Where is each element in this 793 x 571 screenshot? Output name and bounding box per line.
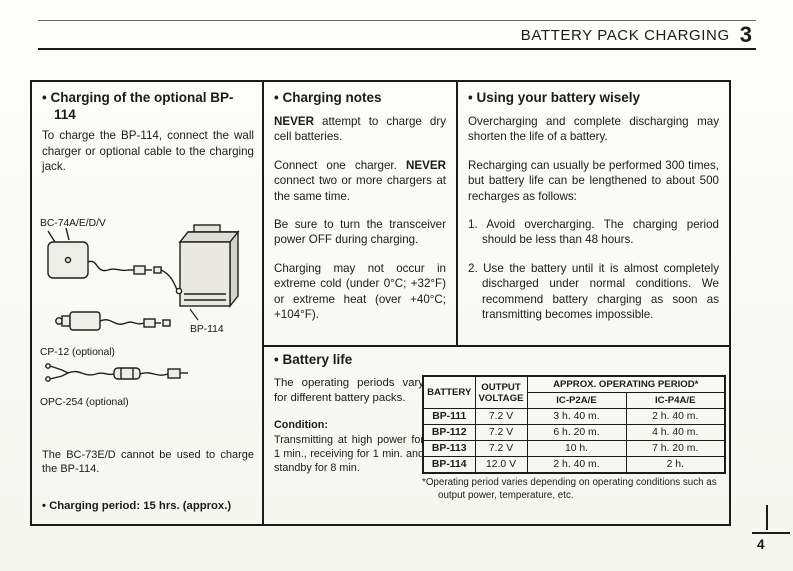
- dc-cable-label: OPC-254 (optional): [40, 397, 129, 408]
- header-bottom-rule: [38, 48, 756, 50]
- cell-period-p2: 10 h.: [526, 440, 627, 458]
- section-battery-wisely: • Using your battery wisely Overcharging…: [458, 82, 729, 345]
- col-header-period: APPROX. OPERATING PERIOD*: [526, 375, 726, 394]
- wisely-paragraph-1: Overcharging and complete discharging ma…: [468, 115, 719, 144]
- cell-period-p4: 2 h. 40 m.: [625, 408, 726, 426]
- wisely-item-2: 2. Use the battery until it is almost co…: [468, 261, 719, 322]
- page-header: BATTERY PACK CHARGING 3: [38, 21, 752, 46]
- wall-charger-label: BC-74A/E/D/V: [40, 218, 106, 229]
- charger-diagram-art: BC-74A/E/D/V: [40, 218, 240, 408]
- header-top-rule: [38, 20, 756, 21]
- charger-diagram: BC-74A/E/D/V: [40, 216, 256, 424]
- dc-cable-icon: [45, 363, 188, 382]
- cigarette-plug-label: CP-12 (optional): [40, 347, 115, 358]
- col-header-icp4: IC-P4A/E: [625, 392, 726, 410]
- wall-charger-icon: [47, 227, 178, 291]
- condition-text: Transmitting at high power for 1 min., r…: [274, 433, 424, 475]
- note-power-off: Be sure to turn the transceiver power OF…: [274, 218, 446, 247]
- col-header-battery: BATTERY: [422, 375, 476, 410]
- condition-label: Condition:: [274, 418, 328, 431]
- table-row: BP-112 7.2 V 6 h. 20 m. 4 h. 40 m.: [422, 424, 726, 442]
- cell-voltage: 7.2 V: [474, 440, 528, 458]
- never-emphasis: NEVER: [274, 115, 314, 128]
- battery-label-leader: [189, 308, 199, 321]
- chapter-number: 3: [739, 22, 752, 47]
- column-divider-2: [456, 82, 458, 345]
- charging-period-note: • Charging period: 15 hrs. (approx.): [42, 500, 232, 512]
- section-heading: • Charging of the optional BP-114: [42, 90, 234, 122]
- cell-battery: BP-111: [422, 408, 476, 426]
- table-header-row-1: BATTERY OUTPUT VOLTAGE APPROX. OPERATING…: [422, 375, 726, 410]
- note-one-charger-text: connect two or more chargers at the same…: [274, 174, 446, 203]
- note-dry-cell: NEVER attempt to charge dry cell batteri…: [274, 114, 446, 145]
- cell-battery: BP-113: [422, 440, 476, 458]
- battery-pack-icon: [175, 224, 240, 308]
- cell-period-p4: 2 h.: [625, 456, 726, 474]
- battery-life-text: • Battery life The operating periods var…: [274, 352, 424, 476]
- cell-period-p2: 3 h. 40 m.: [526, 408, 627, 426]
- page-title: BATTERY PACK CHARGING: [520, 27, 730, 44]
- note-dry-cell-text: attempt to charge dry cell batteries.: [274, 115, 446, 144]
- cell-period-p4: 7 h. 20 m.: [625, 440, 726, 458]
- cell-period-p2: 2 h. 40 m.: [526, 456, 627, 474]
- section-heading: • Using your battery wisely: [468, 90, 641, 105]
- col-header-icp2: IC-P2A/E: [526, 392, 627, 410]
- content-box: • Charging of the optional BP-114 To cha…: [30, 80, 731, 526]
- note-one-charger-pre: Connect one charger.: [274, 158, 407, 172]
- wisely-item-1: 1. Avoid overcharging. The charging peri…: [468, 218, 719, 247]
- battery-label: BP-114: [190, 324, 224, 335]
- wisely-paragraph-2: Recharging can usually be performed 300 …: [468, 158, 719, 203]
- note-one-charger: Connect one charger. NEVER connect two o…: [274, 158, 446, 204]
- table-row: BP-111 7.2 V 3 h. 40 m. 2 h. 40 m.: [422, 408, 726, 426]
- cell-battery: BP-114: [422, 456, 476, 474]
- intro-paragraph: To charge the BP-114, connect the wall c…: [42, 129, 254, 174]
- section-battery-life: • Battery life The operating periods var…: [264, 347, 731, 526]
- page-number: 4: [757, 537, 765, 552]
- cell-period-p2: 6 h. 20 m.: [526, 424, 627, 442]
- footer-rule: [752, 532, 790, 534]
- note-temperature: Charging may not occur in extreme cold (…: [274, 261, 446, 322]
- bc73-note: The BC-73E/D cannot be used to charge th…: [42, 449, 254, 476]
- battery-table-area: BATTERY OUTPUT VOLTAGE APPROX. OPERATING…: [422, 375, 726, 503]
- battery-life-paragraph: The operating periods vary for different…: [274, 377, 424, 405]
- table-header-row-2: IC-P2A/E IC-P4A/E: [423, 392, 726, 410]
- cell-voltage: 7.2 V: [474, 424, 528, 442]
- cell-battery: BP-112: [422, 424, 476, 442]
- cell-voltage: 7.2 V: [474, 408, 528, 426]
- column-divider-1: [262, 82, 264, 524]
- battery-life-divider: [262, 345, 729, 347]
- never-emphasis: NEVER: [406, 158, 446, 172]
- section-heading: • Battery life: [274, 352, 353, 367]
- battery-table: BATTERY OUTPUT VOLTAGE APPROX. OPERATING…: [422, 375, 726, 475]
- col-header-voltage: OUTPUT VOLTAGE: [474, 375, 528, 410]
- cell-period-p4: 4 h. 40 m.: [625, 424, 726, 442]
- table-row: BP-113 7.2 V 10 h. 7 h. 20 m.: [422, 440, 726, 458]
- cigarette-plug-icon: [55, 311, 171, 331]
- table-footnote: *Operating period varies depending on op…: [422, 477, 717, 501]
- section-charging-optional: • Charging of the optional BP-114 To cha…: [32, 82, 262, 524]
- cell-voltage: 12.0 V: [474, 456, 528, 474]
- footer-tick-rule: [766, 505, 768, 530]
- table-row: BP-114 12.0 V 2 h. 40 m. 2 h.: [422, 456, 726, 474]
- section-heading: • Charging notes: [274, 90, 382, 105]
- section-charging-notes: • Charging notes NEVER attempt to charge…: [264, 82, 456, 345]
